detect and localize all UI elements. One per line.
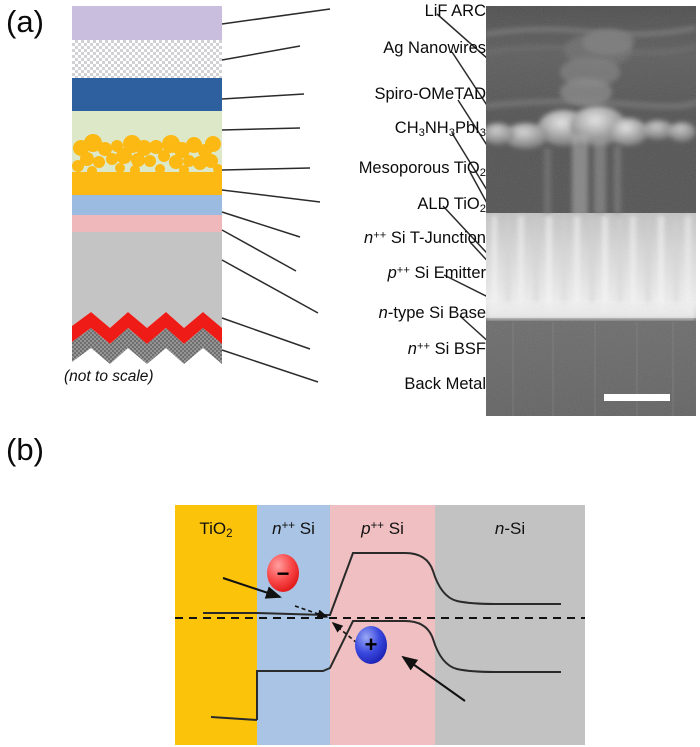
bsf-zigzag-shape (72, 306, 222, 328)
label-n-type-si-base: n-type Si Base (378, 304, 486, 322)
layer-lif-arc (72, 6, 222, 40)
band-label-n-si-base: n-Si (494, 519, 526, 538)
band-region-p-si (330, 505, 435, 745)
back-metal-layer (72, 328, 222, 364)
panel-a-label: (a) (6, 4, 44, 39)
tio2-valence-stub (210, 716, 258, 721)
band-region-tio2 (175, 505, 257, 745)
band-edges-and-carriers (175, 552, 585, 721)
electron-sign: − (276, 561, 290, 586)
panel-a-labels: LiF ARC Ag Nanowires Spiro-OMeTAD CH3NH3… (230, 0, 486, 420)
sem-cross-section-image (486, 6, 696, 416)
band-label-p-si: p++ Si (361, 519, 404, 538)
layer-ag-nanowires (72, 40, 222, 78)
label-mesoporous-tio2: Mesoporous TiO2 (358, 159, 486, 179)
panel-b-label: (b) (6, 432, 44, 467)
hole-recombination-arrow (331, 621, 358, 644)
valence-band-edge (256, 620, 561, 720)
label-p-si-emitter: p++ Si Emitter (387, 264, 486, 282)
label-n-si-t-junction: n++ Si T-Junction (364, 229, 486, 247)
electron-carrier (267, 554, 299, 592)
label-perovskite: CH3NH3PbI3 (394, 119, 486, 139)
layer-n-type-si-base (72, 240, 222, 312)
hole-generation-arrow (401, 655, 466, 702)
bsf-red-layer (72, 312, 222, 344)
layer-ald-tio2 (72, 195, 222, 215)
label-spiro-ometad: Spiro-OMeTAD (374, 85, 486, 103)
layer-p-si-emitter (72, 232, 222, 240)
band-label-tio2: TiO2 (199, 519, 233, 540)
layer-n-si-t-junction (72, 215, 222, 232)
not-to-scale-note: (not to scale) (64, 368, 154, 385)
device-layer-stack (72, 6, 222, 364)
hole-sign: + (364, 632, 378, 657)
conduction-band-edge (256, 552, 561, 616)
layer-bsf-and-back-metal (72, 306, 222, 364)
layer-perovskite (72, 111, 222, 177)
band-label-n-si: n++ Si (272, 519, 315, 538)
label-back-metal: Back Metal (404, 375, 486, 393)
sem-scale-bar (604, 394, 670, 401)
label-n-si-bsf: n++ Si BSF (407, 340, 486, 358)
label-ag-nanowires: Ag Nanowires (383, 39, 486, 57)
layer-mesoporous-tio2 (72, 177, 222, 195)
band-diagram: TiO2 n++ Si p++ Si n-Si (175, 505, 585, 745)
band-region-n-si (257, 505, 330, 745)
band-diagram-background (175, 505, 585, 745)
band-region-n-si-base (435, 505, 585, 745)
label-ald-tio2: ALD TiO2 (417, 195, 486, 215)
electron-recombination-arrow (294, 605, 329, 619)
layer-spiro-ometad (72, 78, 222, 111)
hole-carrier (355, 626, 387, 664)
label-lif-arc: LiF ARC (424, 2, 486, 20)
electron-generation-arrow (222, 577, 282, 599)
